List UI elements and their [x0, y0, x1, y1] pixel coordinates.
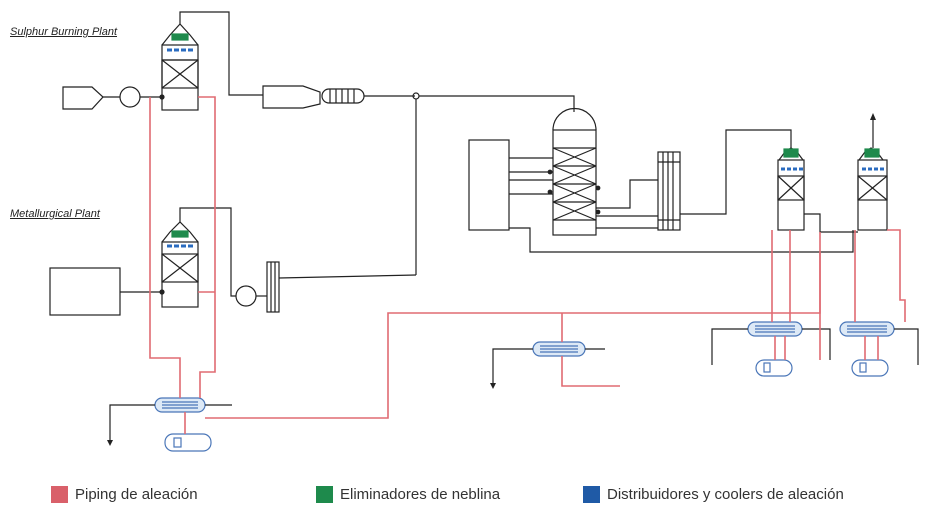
sulphur-plant-label: Sulphur Burning Plant [10, 26, 118, 38]
alloy-piping [149, 96, 906, 434]
final-absorption-tower [857, 147, 888, 231]
legend-distributors-coolers: Distribuidores y coolers de aleación [583, 486, 844, 503]
sulphur-feed-hopper [62, 86, 104, 110]
sulphur-pump [119, 86, 141, 108]
legend-mist-eliminators: Eliminadores de neblina [316, 486, 500, 503]
pump-tank-left [164, 433, 212, 452]
metallurgical-blower [235, 285, 257, 307]
mist-eliminator-4 [864, 148, 880, 158]
metallurgical-drying-tower [161, 221, 199, 308]
legend-swatch-mist-eliminators [316, 486, 333, 503]
legend-swatch-distributors [583, 486, 600, 503]
intermediate-absorption-tower [777, 147, 805, 231]
pump-tank-right-2 [851, 359, 889, 377]
intermediate-exchanger [657, 151, 681, 231]
mist-eliminator-1 [171, 33, 189, 41]
legend-swatch-alloy-piping [51, 486, 68, 503]
mist-eliminator-2 [171, 230, 189, 238]
metallurgical-plant-label: Metallurgical Plant [10, 208, 100, 220]
legend-alloy-piping: Piping de aleación [51, 486, 198, 503]
waste-heat-boiler [321, 88, 365, 104]
mist-eliminator-3 [783, 148, 799, 158]
legend-label: Eliminadores de neblina [340, 486, 501, 503]
metallurgical-heat-exchanger [266, 261, 280, 313]
legend-label: Piping de aleación [75, 486, 198, 503]
gas-gas-exchanger-block [468, 139, 510, 231]
converter [552, 107, 597, 236]
sulphur-burner [262, 85, 321, 109]
metallurgical-gas-source [49, 267, 121, 316]
pump-tank-right-1 [755, 359, 793, 377]
legend-label: Distribuidores y coolers de aleación [607, 486, 844, 503]
